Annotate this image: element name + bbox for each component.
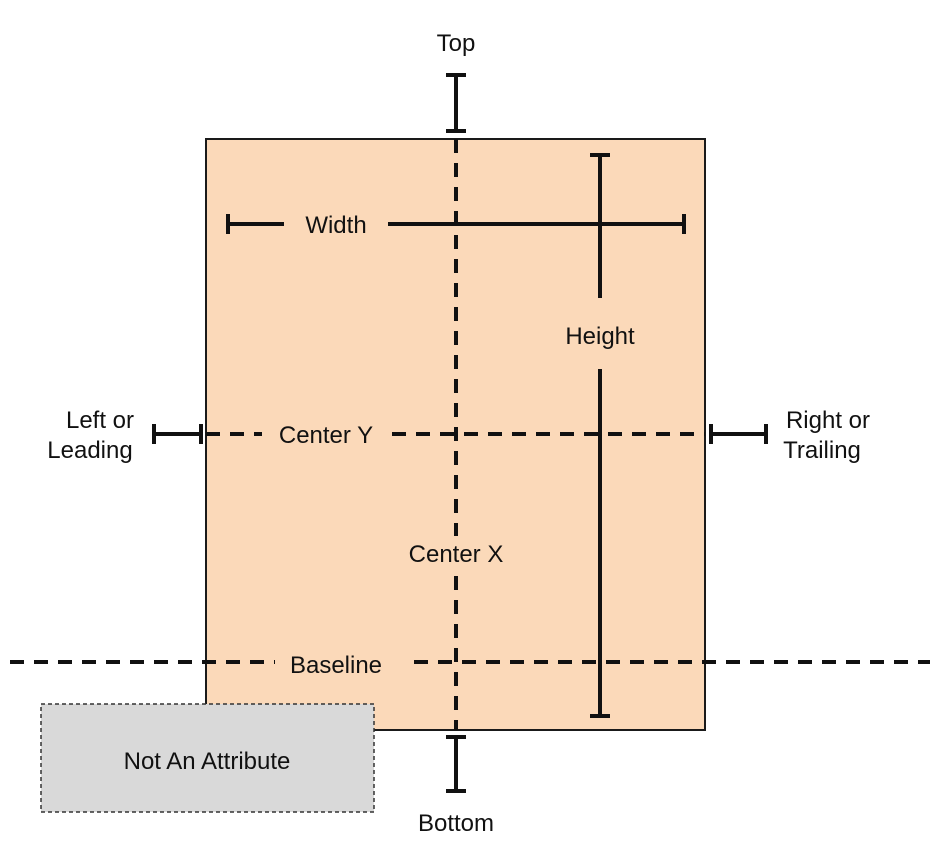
right-label-line2: Trailing <box>783 437 861 464</box>
height-label: Height <box>565 323 635 350</box>
center-y-label: Center Y <box>279 422 373 449</box>
bottom-label: Bottom <box>418 810 494 837</box>
right-label-line1: Right or <box>786 407 870 434</box>
not-attribute-label: Not An Attribute <box>124 748 291 775</box>
top-label: Top <box>437 30 476 57</box>
not-attribute-box <box>40 703 375 813</box>
left-label-line2: Leading <box>47 437 132 464</box>
center-x-label: Center X <box>409 541 504 568</box>
left-label-line1: Left or <box>66 407 134 434</box>
baseline-label: Baseline <box>290 652 382 679</box>
width-label: Width <box>305 212 366 239</box>
